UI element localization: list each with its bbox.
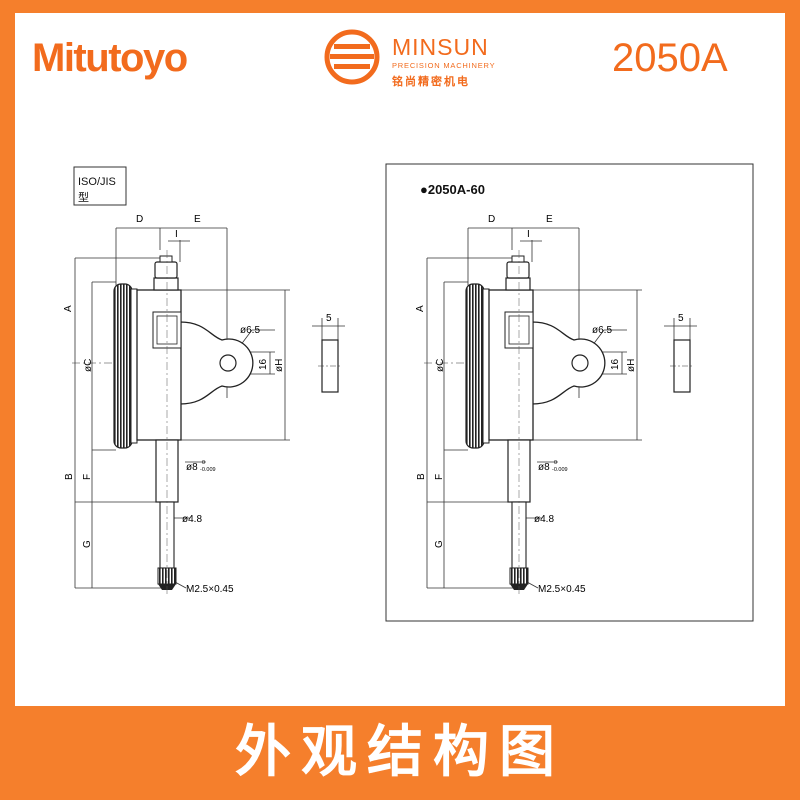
drawing-right: ●2050A-60 D E I A øC B F G øH ø6.5 16 ø8… [385, 163, 754, 622]
dim-b-label: B [416, 473, 427, 480]
footer-title: 外观结构图 [235, 720, 565, 785]
hole-diameter-label: ø6.5 [240, 325, 260, 336]
dim-g-label: G [434, 540, 445, 548]
iso-jis-label: ISO/JIS [78, 176, 116, 188]
dim-a-label: A [63, 305, 74, 312]
thread-label: M2.5×0.45 [538, 584, 586, 595]
iso-jis-box [73, 166, 127, 206]
hole-diameter-label: ø6.5 [592, 325, 612, 336]
dim-16-label: 16 [610, 358, 621, 370]
stem-tolerance-upper: 0 [554, 460, 557, 466]
thread-label: M2.5×0.45 [186, 584, 234, 595]
mitutoyo-logo: Mitutoyo [32, 36, 188, 80]
stem-tolerance-lower: -0.009 [552, 467, 568, 473]
spindle-diameter-label: ø4.8 [534, 514, 554, 525]
dim-h-label: øH [626, 359, 637, 372]
model-number: 2050A [612, 36, 728, 80]
dim-c-label: øC [83, 359, 94, 372]
minsun-tagline: PRECISION MACHINERY [392, 61, 496, 70]
minsun-name: MINSUN [392, 34, 489, 60]
dim-b-label: B [64, 473, 75, 480]
variant-title: ●2050A-60 [420, 182, 485, 197]
stem-tolerance-upper: 0 [202, 460, 205, 466]
dim-h-label: øH [274, 359, 285, 372]
width-5-label: 5 [678, 313, 684, 324]
dim-d-label: D [488, 214, 495, 225]
drawing-left: ISO/JIS 型 D E I A øC B F G øH ø6.5 16 ø8… [63, 166, 346, 597]
stem-tolerance-lower: -0.009 [200, 467, 216, 473]
stem-diameter-label: ø8 [186, 462, 198, 473]
dim-f-label: F [82, 474, 93, 480]
minsun-logo-icon [324, 29, 380, 85]
dim-g-label: G [82, 540, 93, 548]
dim-e-label: E [546, 214, 553, 225]
dim-a-label: A [415, 305, 426, 312]
stem-diameter-label: ø8 [538, 462, 550, 473]
dim-f-label: F [434, 474, 445, 480]
dim-16-label: 16 [258, 358, 269, 370]
dim-e-label: E [194, 214, 201, 225]
type-label: 型 [78, 190, 89, 204]
dim-d-label: D [136, 214, 143, 225]
dim-i-label: I [527, 229, 530, 240]
variant-frame [385, 163, 754, 622]
spindle-diameter-label: ø4.8 [182, 514, 202, 525]
minsun-chinese-name: 铭尚精密机电 [392, 75, 470, 88]
dim-c-label: øC [435, 359, 446, 372]
dim-i-label: I [175, 229, 178, 240]
width-5-label: 5 [326, 313, 332, 324]
technical-drawings: ISO/JIS 型 D E I A øC B F G øH ø6.5 16 ø8… [63, 163, 754, 622]
